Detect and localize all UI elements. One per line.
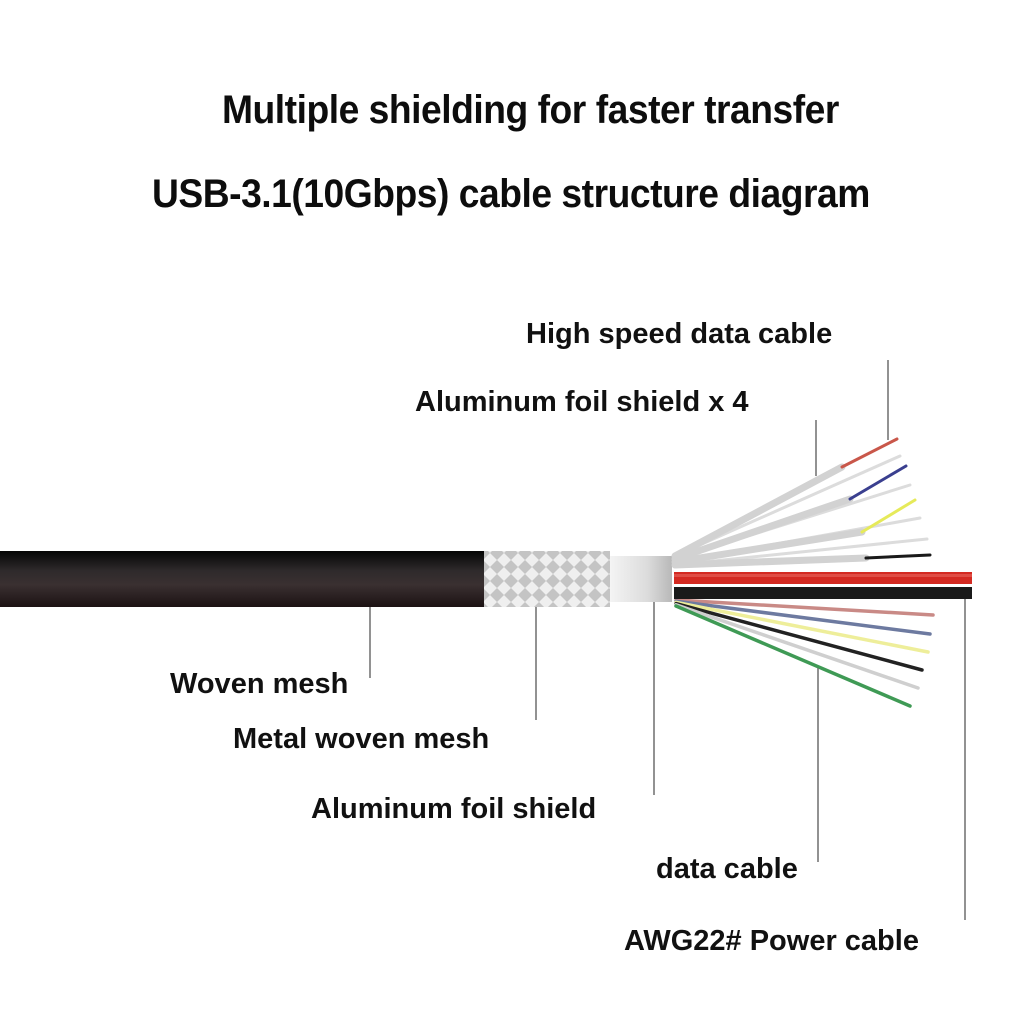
power-cable-red-highlight	[674, 574, 972, 577]
data-wire	[674, 599, 932, 636]
data-wire	[674, 603, 920, 690]
data-wire	[674, 598, 935, 617]
data-wire	[674, 601, 924, 672]
title-line-1: Multiple shielding for faster transfer	[222, 88, 839, 132]
metal-woven-mesh	[484, 551, 610, 607]
foil-shielded-pair	[671, 463, 846, 560]
label-aluminum-foil-shield-x4: Aluminum foil shield x 4	[415, 386, 749, 418]
foil-shielded-pair	[671, 554, 870, 569]
label-metal-woven-mesh: Metal woven mesh	[233, 723, 490, 755]
data-wires	[674, 598, 935, 708]
data-wire	[674, 604, 912, 708]
power-cable-black	[674, 587, 972, 599]
label-aluminum-foil-shield: Aluminum foil shield	[311, 793, 597, 825]
foil-shielded-pair	[671, 495, 854, 563]
foil-shielded-pair	[671, 528, 866, 566]
label-woven-mesh: Woven mesh	[170, 668, 349, 700]
high-speed-data-core	[860, 498, 917, 534]
high-speed-pairs	[671, 437, 932, 569]
label-awg22-power-cable: AWG22# Power cable	[624, 925, 919, 957]
data-wire	[674, 600, 930, 654]
aluminum-foil-shield-band	[610, 556, 672, 602]
title-line-2: USB-3.1(10Gbps) cable structure diagram	[152, 172, 870, 216]
label-high-speed-data-cable: High speed data cable	[526, 318, 833, 350]
power-cable-red	[674, 572, 972, 584]
outer-jacket	[0, 551, 484, 607]
high-speed-data-core	[840, 437, 899, 469]
high-speed-data-core	[864, 553, 932, 560]
label-data-cable: data cable	[656, 853, 798, 885]
high-speed-data-core	[848, 464, 908, 501]
